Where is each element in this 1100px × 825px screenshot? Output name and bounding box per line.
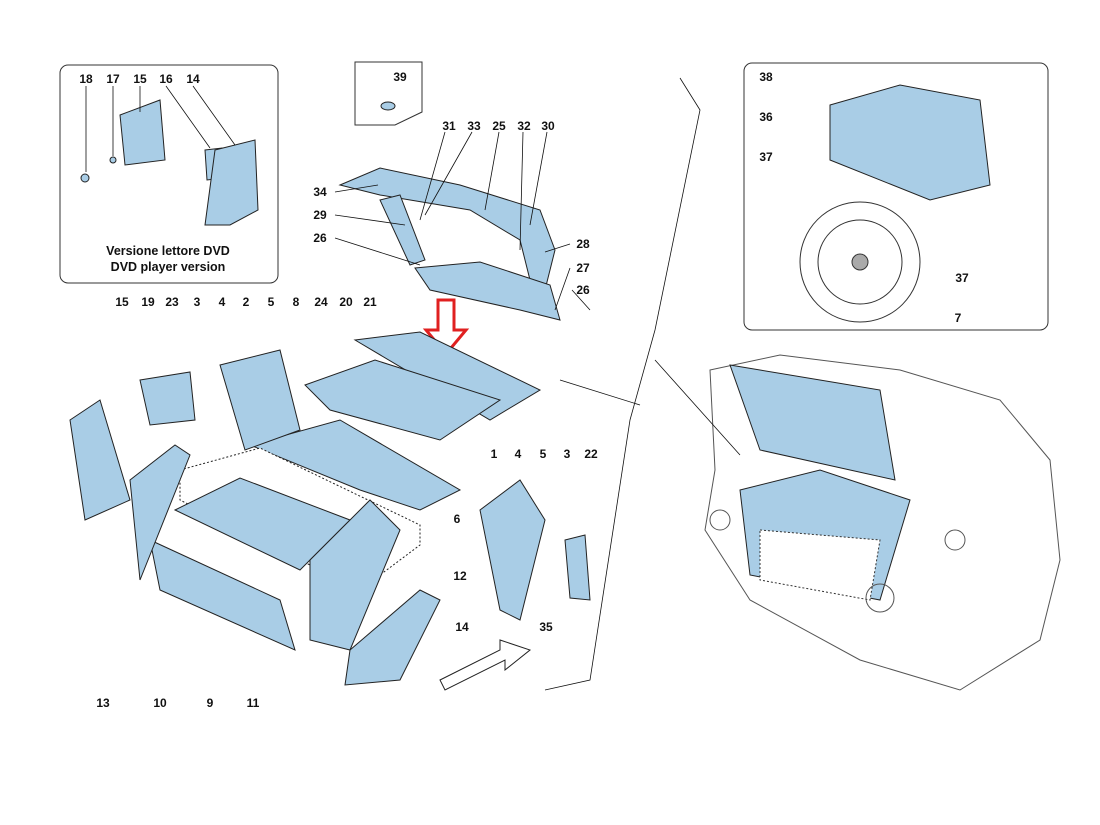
label-15: 15: [133, 72, 147, 86]
label-32: 32: [517, 119, 531, 133]
label-26b: 26: [576, 283, 590, 297]
car-rear-view: [704, 354, 1061, 691]
label-30: 30: [541, 119, 555, 133]
label-26: 26: [313, 231, 327, 245]
label-35: 35: [539, 620, 553, 634]
label-14: 14: [186, 72, 200, 86]
label-1: 1: [490, 447, 498, 461]
label-4: 4: [218, 295, 226, 309]
label-23: 23: [165, 295, 179, 309]
dvd-inset-frame: [59, 64, 279, 284]
label-27: 27: [576, 261, 590, 275]
dvd-parts: [80, 85, 259, 226]
label-13: 13: [96, 696, 110, 710]
spare-wheel-parts: [799, 84, 991, 323]
label-3: 3: [193, 295, 201, 309]
label-9: 9: [206, 696, 214, 710]
label-14b: 14: [455, 620, 469, 634]
label-2: 2: [242, 295, 250, 309]
caption-italian: Versione lettore DVD: [106, 244, 230, 258]
caption-english: DVD player version: [110, 260, 226, 274]
label-3b: 3: [563, 447, 571, 461]
label-4b: 4: [514, 447, 522, 461]
label-8: 8: [292, 295, 300, 309]
label-39: 39: [393, 70, 407, 84]
tailgate-trim-parts: [334, 131, 591, 321]
leader-lines: [544, 77, 741, 691]
parcel-shelf-parts: [304, 331, 542, 441]
label-29: 29: [313, 208, 327, 222]
label-7: 7: [954, 311, 962, 325]
label-25: 25: [492, 119, 506, 133]
label-36: 36: [759, 110, 773, 124]
label-19: 19: [141, 295, 155, 309]
label-20: 20: [339, 295, 353, 309]
label-33: 33: [467, 119, 481, 133]
highlight-arrow: [422, 298, 470, 357]
label-24: 24: [314, 295, 328, 309]
label-37: 37: [759, 150, 773, 164]
label-34: 34: [313, 185, 327, 199]
label-5: 5: [267, 295, 275, 309]
detail-39-frame: [354, 61, 423, 126]
label-18: 18: [79, 72, 93, 86]
label-12: 12: [453, 569, 467, 583]
label-38: 38: [759, 70, 773, 84]
label-10: 10: [153, 696, 167, 710]
label-5b: 5: [539, 447, 547, 461]
boot-floor-parts: [69, 349, 591, 691]
label-17: 17: [106, 72, 120, 86]
label-31: 31: [442, 119, 456, 133]
label-28: 28: [576, 237, 590, 251]
label-6: 6: [453, 512, 461, 526]
label-37b: 37: [955, 271, 969, 285]
label-11: 11: [246, 696, 260, 710]
label-22: 22: [584, 447, 598, 461]
label-21: 21: [363, 295, 377, 309]
spare-wheel-inset-frame: [743, 62, 1049, 331]
label-15b: 15: [115, 295, 129, 309]
clip-39: [380, 101, 396, 111]
label-16: 16: [159, 72, 173, 86]
